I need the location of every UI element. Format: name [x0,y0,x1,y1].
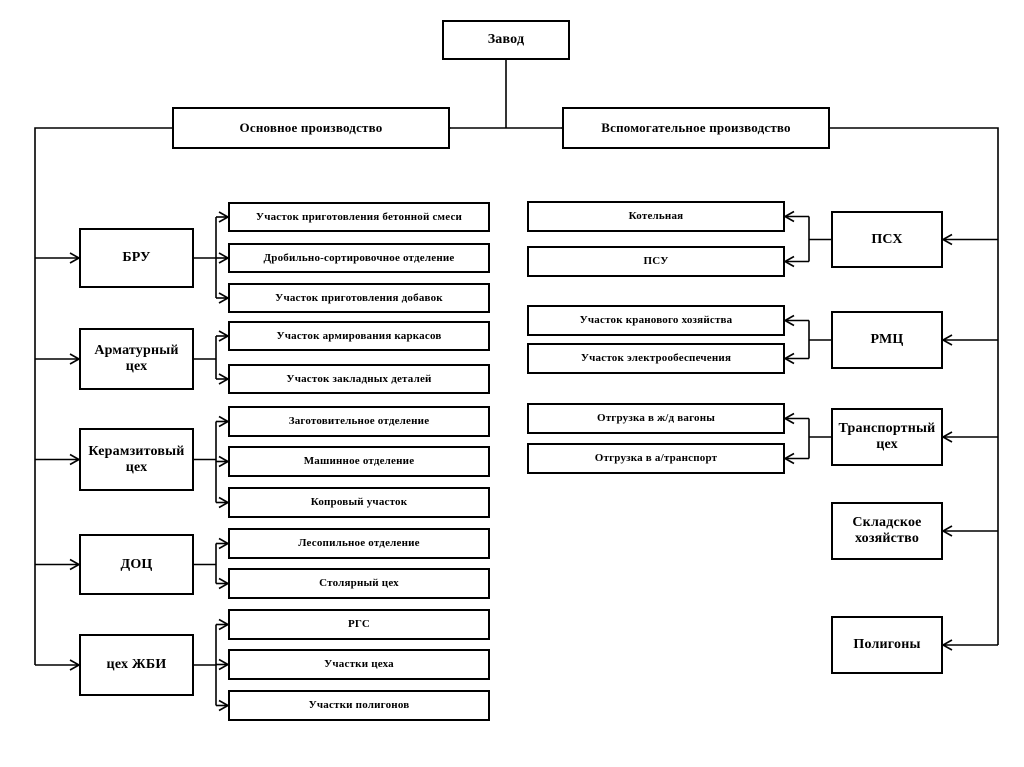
node-bru-label: БРУ [122,250,151,266]
node-transport-shop[interactable]: Транспортный цех [831,408,943,466]
node-zhbi-shop[interactable]: цех ЖБИ [79,634,194,696]
node-psh-child-0-label: Котельная [628,210,684,223]
node-root-label: Завод [487,32,525,48]
node-warehouse[interactable]: Складское хозяйство [831,502,943,560]
node-claydite-shop-child-0[interactable]: Заготовительное отделение [228,406,490,437]
node-claydite-shop[interactable]: Керамзитовый цех [79,428,194,491]
node-armature-shop[interactable]: Арматурный цех [79,328,194,390]
node-doc-label: ДОЦ [120,556,153,572]
node-claydite-shop-child-2[interactable]: Копровый участок [228,487,490,518]
node-claydite-shop-label: Керамзитовый цех [88,443,185,475]
node-armature-shop-child-0[interactable]: Участок армирования каркасов [228,321,490,351]
node-claydite-shop-child-0-label: Заготовительное отделение [288,415,430,428]
arrow-into-psh-child-0 [783,210,795,223]
node-doc-child-0[interactable]: Лесопильное отделение [228,528,490,559]
arrow-into-psh [941,233,953,246]
node-psh-label: ПСХ [871,231,903,247]
node-doc-child-1[interactable]: Столярный цех [228,568,490,599]
node-transport-shop-child-0[interactable]: Отгрузка в ж/д вагоны [527,403,785,434]
node-zhbi-shop-label: цех ЖБИ [106,657,167,673]
node-armature-shop-child-1-label: Участок закладных деталей [286,372,432,385]
node-rmc-child-1[interactable]: Участок электрообеспечения [527,343,785,374]
arrow-into-rmc-child-0 [783,314,795,327]
node-claydite-shop-child-1[interactable]: Машинное отделение [228,446,490,477]
node-claydite-shop-child-2-label: Копровый участок [310,496,408,509]
node-bru-child-2[interactable]: Участок приготовления добавок [228,283,490,313]
node-psh[interactable]: ПСХ [831,211,943,268]
arrow-into-transport-shop [941,431,953,443]
node-zhbi-shop-child-2-label: Участки полигонов [308,699,410,712]
node-transport-shop-child-0-label: Отгрузка в ж/д вагоны [596,412,716,425]
node-zhbi-shop-child-1-label: Участки цеха [324,658,394,671]
node-transport-shop-label: Транспортный цех [838,421,936,452]
node-rmc-child-0[interactable]: Участок кранового хозяйства [527,305,785,336]
arrow-into-polygons [941,639,953,651]
node-auxiliary-production[interactable]: Вспомогательное производство [562,107,830,149]
node-claydite-shop-child-1-label: Машинное отделение [303,455,415,468]
node-zhbi-shop-child-1[interactable]: Участки цеха [228,649,490,680]
node-doc[interactable]: ДОЦ [79,534,194,595]
node-transport-shop-child-1[interactable]: Отгрузка в а/транспорт [527,443,785,474]
node-polygons-label: Полигоны [853,637,921,653]
node-main-production[interactable]: Основное производство [172,107,450,149]
node-warehouse-label: Складское хозяйство [852,515,922,546]
node-auxiliary-production-label: Вспомогательное производство [601,119,791,135]
node-psh-child-1-label: ПСУ [643,255,669,268]
node-bru-child-0[interactable]: Участок приготовления бетонной смеси [228,202,490,232]
node-main-production-label: Основное производство [239,119,383,135]
node-rmc-child-1-label: Участок электрообеспечения [580,352,732,365]
node-doc-child-0-label: Лесопильное отделение [298,537,420,550]
arrow-into-transport-shop-child-1 [783,452,795,465]
node-rmc-label: РМЦ [870,332,904,348]
node-doc-child-1-label: Столярный цех [319,577,399,590]
node-zhbi-shop-child-0-label: РГС [347,618,371,631]
node-polygons[interactable]: Полигоны [831,616,943,674]
arrow-into-transport-shop-child-0 [783,412,795,425]
node-bru-child-0-label: Участок приготовления бетонной смеси [255,210,463,223]
node-psh-child-0[interactable]: Котельная [527,201,785,232]
node-psh-child-1[interactable]: ПСУ [527,246,785,277]
node-armature-shop-child-1[interactable]: Участок закладных деталей [228,364,490,394]
node-armature-shop-child-0-label: Участок армирования каркасов [276,329,442,342]
node-armature-shop-label: Арматурный цех [94,343,179,374]
node-root[interactable]: Завод [442,20,570,60]
node-zhbi-shop-child-2[interactable]: Участки полигонов [228,690,490,721]
connector-main-bus [34,127,172,665]
connector-auxiliary-bus [830,127,999,645]
arrow-into-rmc-child-1 [783,352,795,365]
node-transport-shop-child-1-label: Отгрузка в а/транспорт [594,452,718,465]
node-bru-child-1-label: Дробильно-сортировочное отделение [263,251,455,264]
arrow-into-warehouse [941,525,953,537]
arrow-into-rmc [941,334,953,346]
node-rmc[interactable]: РМЦ [831,311,943,369]
node-zhbi-shop-child-0[interactable]: РГС [228,609,490,640]
node-rmc-child-0-label: Участок кранового хозяйства [579,314,733,327]
node-bru-child-1[interactable]: Дробильно-сортировочное отделение [228,243,490,273]
node-bru[interactable]: БРУ [79,228,194,288]
node-bru-child-2-label: Участок приготовления добавок [275,291,443,304]
arrow-into-psh-child-1 [783,255,795,268]
